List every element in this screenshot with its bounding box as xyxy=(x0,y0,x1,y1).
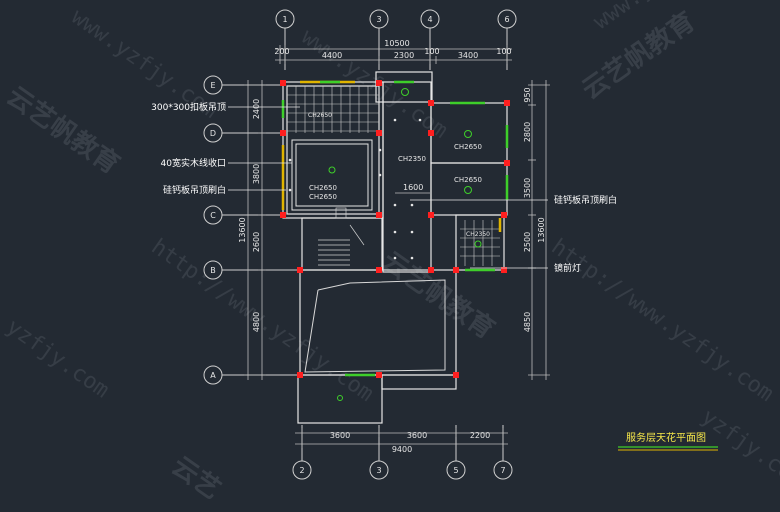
lamp-icon xyxy=(464,130,472,138)
axis-label-top-3: 4 xyxy=(427,15,432,24)
annotation-grid-ceiling: 300*300扣板吊顶 xyxy=(151,101,226,113)
watermark-url-6: http://www.yzfjy.com xyxy=(547,234,778,406)
axis-label-bottom-4: 7 xyxy=(500,466,505,475)
dim-top-total: 10500 xyxy=(384,39,409,48)
axis-label-bottom-3: 5 xyxy=(453,466,458,475)
annotation-gypsum-right: 硅钙板吊顶刷白 xyxy=(554,194,617,206)
inner-dimension: 1600 xyxy=(403,183,423,192)
annotation-gypsum-left: 硅钙板吊顶刷白 xyxy=(163,184,226,196)
watermark-brand-1: 云艺帆教育 xyxy=(1,80,125,180)
axis-label-bottom-2: 3 xyxy=(376,466,381,475)
stairs xyxy=(318,207,365,266)
dim-left-c: 2600 xyxy=(252,232,261,252)
dim-left-b: 3800 xyxy=(252,164,261,184)
dim-top-a: 200 xyxy=(274,47,289,56)
dim-top-d: 100 xyxy=(424,47,439,56)
dim-left-a: 2400 xyxy=(252,99,261,119)
lamp-icon xyxy=(401,88,409,96)
ceiling-feature xyxy=(291,139,373,211)
dim-right-e: 4850 xyxy=(523,312,532,332)
leader-lines xyxy=(228,106,548,269)
dim-top-e: 3400 xyxy=(458,51,478,60)
columns xyxy=(280,80,510,378)
watermark-url-4: www.yzfjy.com xyxy=(297,24,452,143)
dimension-lines xyxy=(244,45,550,448)
watermark-brand-2: 云艺帆教育 xyxy=(376,245,500,345)
axis-label-left-1: E xyxy=(210,81,215,90)
axis-label-top-4: 6 xyxy=(504,15,509,24)
watermark-url-3: yzfjy.com xyxy=(2,314,114,403)
ceiling-height-2: CH2650 xyxy=(309,184,337,192)
roof-lines xyxy=(304,279,446,373)
ceiling-height-6: CH2650 xyxy=(454,176,482,184)
axis-label-left-3: C xyxy=(210,211,216,220)
lamp-icon xyxy=(328,166,336,174)
ceiling-height-1: CH2650 xyxy=(308,112,332,119)
dim-bottom-b: 3600 xyxy=(407,431,427,440)
grid-ceiling-300 xyxy=(287,86,379,133)
lamp-icon xyxy=(464,186,472,194)
axis-label-top-2: 3 xyxy=(376,15,381,24)
ceiling-height-7: CH2350 xyxy=(466,231,490,238)
dim-top-f: 100 xyxy=(496,47,511,56)
axis-label-top-1: 1 xyxy=(282,15,287,24)
lamp-icon xyxy=(474,240,482,248)
dim-top-b: 4400 xyxy=(322,51,342,60)
watermark-url-7: yzfjy.com xyxy=(697,404,780,493)
dim-bottom-a: 3600 xyxy=(330,431,350,440)
axis-label-left-2: D xyxy=(210,129,216,138)
ceiling-lamps xyxy=(328,88,482,401)
dim-top-c: 2300 xyxy=(394,51,414,60)
dim-left-d: 4800 xyxy=(252,312,261,332)
downlights xyxy=(288,118,422,260)
dim-right-a: 950 xyxy=(523,87,532,102)
annotation-mirror-light: 镜前灯 xyxy=(554,262,581,274)
dim-right-c: 3500 xyxy=(523,178,532,198)
ceiling-height-3: CH2650 xyxy=(309,193,337,201)
axis-label-bottom-1: 2 xyxy=(299,466,304,475)
dim-bottom-c: 2200 xyxy=(470,431,490,440)
watermark-brand-4: 云艺 xyxy=(166,451,226,505)
dim-bottom-total: 9400 xyxy=(392,445,412,454)
grid-ceiling-bath xyxy=(460,220,500,266)
window-highlights xyxy=(281,80,509,377)
drawing-title: 服务层天花平面图 xyxy=(626,431,706,444)
lamp-icon xyxy=(337,395,343,401)
dim-left-total: 13600 xyxy=(238,217,247,242)
ceiling-height-5: CH2650 xyxy=(454,143,482,151)
axis-label-left-5: A xyxy=(210,371,216,380)
dim-right-total: 13600 xyxy=(537,217,546,242)
dim-right-d: 2500 xyxy=(523,232,532,252)
dim-right-b: 2800 xyxy=(523,122,532,142)
ceiling-height-4: CH2350 xyxy=(398,155,426,163)
axis-label-left-4: B xyxy=(210,266,216,275)
annotation-wood-trim: 40宽实木线收口 xyxy=(161,157,226,169)
